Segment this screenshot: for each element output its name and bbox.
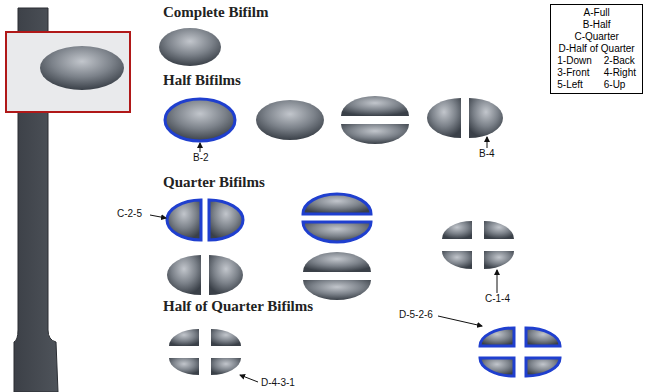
section-heading: Half of Quarter Bifilms (163, 298, 313, 315)
bifilm-piece (484, 221, 514, 239)
key-entry: B-Half (557, 19, 636, 31)
key-entry: D-Half of Quarter (557, 43, 636, 55)
key-entry: 1-Down (557, 55, 591, 67)
key-entry: 3-Front (557, 67, 591, 79)
section-heading: Quarter Bifilms (163, 174, 265, 191)
section-heading: Half Bifilms (163, 72, 241, 89)
bifilm-piece (211, 358, 241, 375)
leader-line (240, 375, 258, 382)
bifilm-piece (159, 28, 221, 66)
key-box: A-FullB-HalfC-QuarterD-Half of Quarter1-… (550, 4, 643, 94)
leader-line (487, 137, 488, 148)
bifilm-piece (209, 200, 243, 240)
bifilm-piece (209, 255, 243, 295)
bifilm-piece (526, 328, 560, 346)
callout-label: C-1-4 (484, 293, 511, 304)
bifilm-piece (480, 328, 514, 346)
callout-label: B-4 (478, 148, 496, 159)
key-entry: A-Full (557, 7, 636, 19)
bifilm-piece (442, 251, 472, 269)
key-entry: 6-Up (604, 79, 636, 91)
bifilm-piece (303, 280, 371, 300)
bifilm-piece (167, 200, 201, 240)
bifilm-piece (165, 99, 235, 141)
bifilm-piece (526, 358, 560, 376)
callout-label: D-4-3-1 (260, 377, 296, 388)
bifilm-piece (480, 358, 514, 376)
bifilm-piece (303, 222, 371, 242)
bifilm-piece (469, 98, 503, 138)
bifilm-piece (341, 96, 409, 116)
leader-line (497, 270, 498, 293)
bifilm-piece (169, 358, 199, 375)
bifilm-piece (169, 329, 199, 346)
bifilm-piece (256, 100, 324, 140)
leader-line (150, 215, 166, 218)
bifilm-piece (442, 221, 472, 239)
key-entry: 4-Right (604, 67, 636, 79)
bifilm-piece (341, 124, 409, 144)
key-entry: 2-Back (604, 55, 636, 67)
key-entry: 5-Left (557, 79, 591, 91)
bifilm-piece (427, 98, 461, 138)
section-heading: Complete Bifilm (163, 4, 268, 21)
callout-label: C-2-5 (116, 208, 143, 219)
callout-label: B-2 (192, 152, 210, 163)
bifilm-piece (303, 252, 371, 272)
bifilm-piece (211, 329, 241, 346)
callout-label: D-5-2-6 (398, 309, 434, 320)
bifilm-piece (167, 255, 201, 295)
bifilm-zoom (40, 46, 124, 90)
bifilm-piece (303, 194, 371, 214)
bifilm-piece (484, 251, 514, 269)
zoom-box (6, 32, 130, 112)
leader-line (438, 316, 482, 326)
key-entry: C-Quarter (557, 31, 636, 43)
